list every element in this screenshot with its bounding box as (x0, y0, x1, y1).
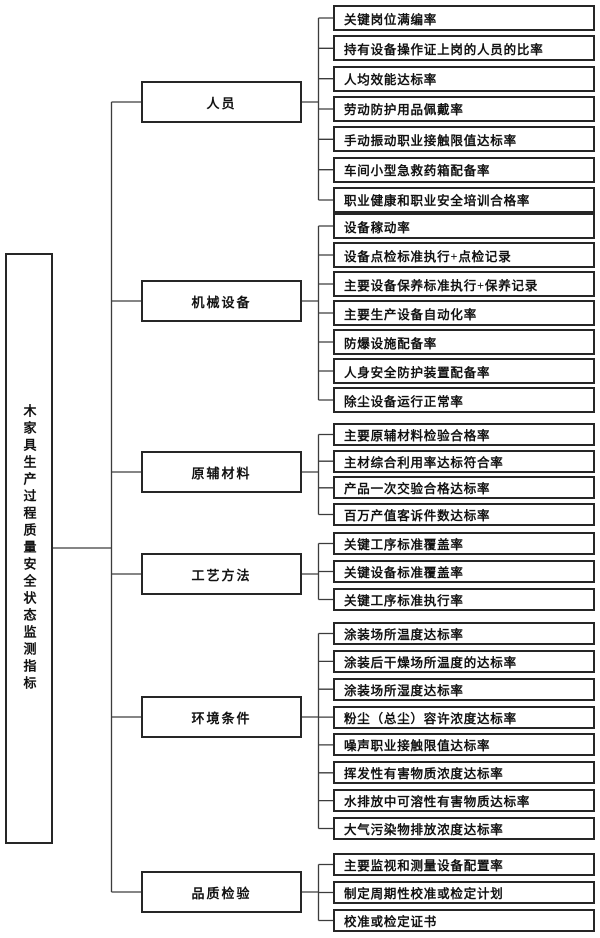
leaf-group-raw-materials: 主要原辅材料检验合格率 主材综合利用率达标符合率 产品一次交验合格达标率 百万产… (333, 423, 595, 526)
leaf-label: 防爆设施配备率 (344, 336, 438, 351)
leaf-group-quality-inspection: 主要监视和测量设备配置率 制定周期性校准或检定计划 校准或检定证书 (333, 853, 595, 932)
leaf-label: 手动振动职业接触限值达标率 (344, 133, 517, 148)
leaf-label: 关键工序标准执行率 (344, 594, 464, 608)
leaf-group-machinery: 设备稼动率 设备点检标准执行+点检记录 主要设备保养标准执行+保养记录 主要生产… (333, 213, 595, 413)
leaf-node: 水排放中可溶性有害物质达标率 (333, 789, 595, 813)
leaf-label: 主要生产设备自动化率 (344, 307, 478, 322)
leaf-node: 校准或检定证书 (333, 909, 595, 932)
leaf-label: 人均效能达标率 (344, 73, 438, 88)
leaf-node: 关键岗位满编率 (333, 5, 595, 31)
leaf-node: 主要原辅材料检验合格率 (333, 423, 595, 446)
leaf-label: 主要监视和测量设备配置率 (344, 859, 504, 873)
leaf-node: 设备稼动率 (333, 213, 595, 239)
leaf-label: 车间小型急救药箱配备率 (344, 164, 491, 179)
category-label: 原辅材料 (191, 465, 252, 481)
leaf-node: 车间小型急救药箱配备率 (333, 156, 595, 183)
leaf-label: 关键工序标准覆盖率 (344, 538, 464, 552)
leaf-node: 劳动防护用品佩戴率 (333, 95, 595, 122)
category-box-machinery: 机械设备 (141, 280, 302, 322)
leaf-node: 持有设备操作证上岗的人员的比率 (333, 35, 595, 62)
category-label: 品质检验 (191, 885, 252, 901)
leaf-node: 涂装场所湿度达标率 (333, 677, 595, 701)
leaf-label: 持有设备操作证上岗的人员的比率 (344, 42, 544, 57)
leaf-label: 关键岗位满编率 (344, 12, 438, 27)
leaf-node: 大气污染物排放浓度达标率 (333, 817, 595, 841)
tree-connector-path (53, 17, 333, 922)
leaf-node: 噪声职业接触限值达标率 (333, 733, 595, 757)
leaf-group-process-methods: 关键工序标准覆盖率 关键设备标准覆盖率 关键工序标准执行率 (333, 532, 595, 611)
leaf-node: 关键设备标准覆盖率 (333, 560, 595, 583)
leaf-label: 设备稼动率 (344, 220, 411, 235)
leaf-label: 涂装场所温度达标率 (344, 628, 464, 642)
leaf-node: 百万产值客诉件数达标率 (333, 502, 595, 526)
leaf-label: 水排放中可溶性有害物质达标率 (344, 795, 531, 810)
leaf-group-environment: 涂装场所温度达标率 涂装后干燥场所温度的达标率 涂装场所湿度达标率 粉尘（总尘）… (333, 622, 595, 841)
leaf-label: 主要原辅材料检验合格率 (344, 429, 491, 443)
leaf-node: 主要设备保养标准执行+保养记录 (333, 271, 595, 297)
category-box-personnel: 人员 (141, 81, 302, 123)
category-box-quality-inspection: 品质检验 (141, 871, 302, 913)
leaf-node: 涂装场所温度达标率 (333, 622, 595, 645)
leaf-label: 关键设备标准覆盖率 (344, 566, 464, 580)
leaf-node: 主要生产设备自动化率 (333, 300, 595, 326)
category-label: 人员 (206, 95, 237, 111)
leaf-node: 涂装后干燥场所温度的达标率 (333, 649, 595, 673)
leaf-label: 挥发性有害物质浓度达标率 (344, 767, 504, 782)
category-label: 环境条件 (191, 710, 252, 726)
leaf-label: 涂装后干燥场所温度的达标率 (344, 655, 517, 670)
leaf-group-personnel: 关键岗位满编率 持有设备操作证上岗的人员的比率 人均效能达标率 劳动防护用品佩戴… (333, 5, 595, 213)
leaf-label: 主材综合利用率达标符合率 (344, 455, 504, 470)
root-node: 木家具生产过程质量安全状态监测指标 (5, 253, 53, 844)
leaf-node: 手动振动职业接触限值达标率 (333, 126, 595, 153)
leaf-node: 主材综合利用率达标符合率 (333, 449, 595, 473)
leaf-label: 设备点检标准执行+点检记录 (344, 249, 512, 264)
leaf-label: 职业健康和职业安全培训合格率 (344, 194, 531, 209)
leaf-label: 大气污染物排放浓度达标率 (344, 823, 504, 838)
leaf-label: 主要设备保养标准执行+保养记录 (344, 278, 539, 293)
leaf-node: 人均效能达标率 (333, 65, 595, 92)
leaf-label: 产品一次交验合格达标率 (344, 482, 491, 497)
leaf-label: 制定周期性校准或检定计划 (344, 887, 504, 901)
leaf-node: 职业健康和职业安全培训合格率 (333, 186, 595, 213)
leaf-label: 粉尘（总尘）容许浓度达标率 (344, 711, 517, 726)
leaf-node: 除尘设备运行正常率 (333, 387, 595, 413)
leaf-label: 噪声职业接触限值达标率 (344, 739, 491, 754)
leaf-node: 设备点检标准执行+点检记录 (333, 242, 595, 268)
category-box-environment: 环境条件 (141, 696, 302, 738)
leaf-node: 人身安全防护装置配备率 (333, 358, 595, 384)
leaf-node: 制定周期性校准或检定计划 (333, 881, 595, 904)
leaf-node: 关键工序标准覆盖率 (333, 532, 595, 555)
leaf-label: 百万产值客诉件数达标率 (344, 508, 491, 523)
leaf-label: 劳动防护用品佩戴率 (344, 103, 464, 118)
category-label: 工艺方法 (191, 567, 252, 583)
leaf-node: 防爆设施配备率 (333, 329, 595, 355)
category-box-process-methods: 工艺方法 (141, 553, 302, 595)
leaf-node: 产品一次交验合格达标率 (333, 476, 595, 500)
leaf-node: 主要监视和测量设备配置率 (333, 853, 595, 876)
leaf-label: 人身安全防护装置配备率 (344, 365, 491, 380)
leaf-node: 挥发性有害物质浓度达标率 (333, 761, 595, 785)
category-box-raw-materials: 原辅材料 (141, 451, 302, 493)
leaf-label: 涂装场所湿度达标率 (344, 683, 464, 698)
leaf-label: 除尘设备运行正常率 (344, 394, 464, 409)
category-label: 机械设备 (191, 294, 252, 310)
leaf-label: 校准或检定证书 (344, 915, 438, 929)
leaf-node: 粉尘（总尘）容许浓度达标率 (333, 705, 595, 729)
leaf-node: 关键工序标准执行率 (333, 588, 595, 611)
root-label: 木家具生产过程质量安全状态监测指标 (21, 404, 37, 693)
